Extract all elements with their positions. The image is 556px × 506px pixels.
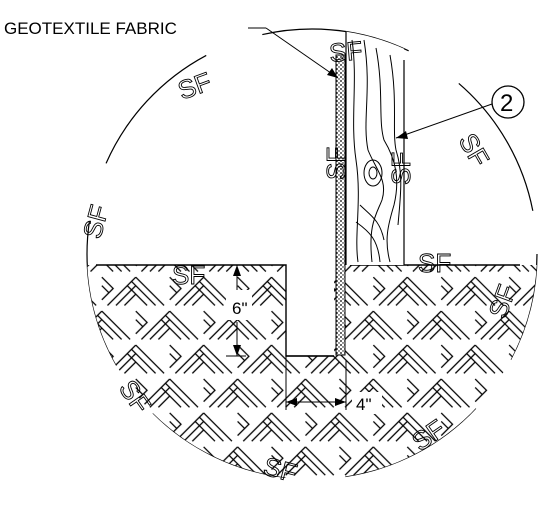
sf-symbol: SF: [386, 152, 416, 185]
detail-callout: 2: [395, 85, 525, 139]
sf-symbol: SF: [328, 35, 364, 68]
detail-number: 2: [500, 90, 513, 117]
sf-symbol: SF: [172, 260, 205, 290]
sf-symbol: SF: [77, 202, 115, 242]
sf-symbol: SF: [321, 147, 351, 180]
geotextile-fabric: [335, 54, 346, 356]
wood-stake: [345, 30, 405, 265]
sf-symbol: SF: [453, 128, 496, 172]
soil-hatch: [87, 265, 537, 479]
fabric-callout-label: GEOTEXTILE FABRIC: [4, 19, 177, 38]
sf-symbol: SF: [418, 248, 451, 278]
detail-circle: [86, 28, 538, 480]
detail-number-bubble: [491, 85, 525, 119]
depth-dimension-label: 6": [232, 299, 248, 318]
width-dimension-label: 4": [356, 395, 372, 414]
depth-dimension: 6": [226, 264, 252, 357]
fabric-callout: GEOTEXTILE FABRIC: [4, 19, 339, 79]
width-dimension: 4": [285, 356, 382, 414]
